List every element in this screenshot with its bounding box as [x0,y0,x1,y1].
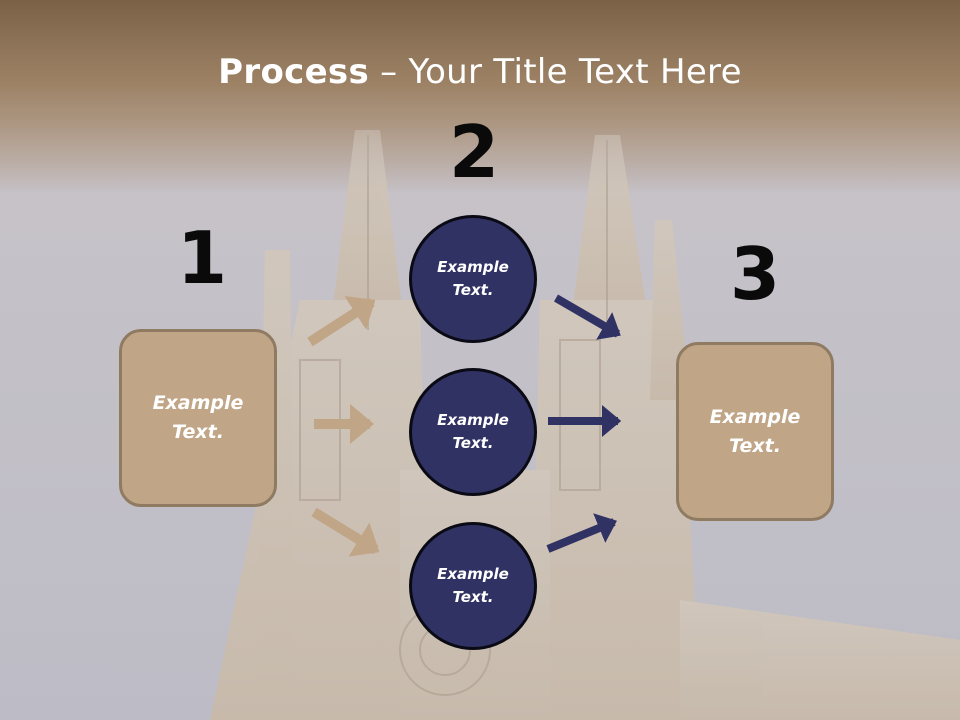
step-2-label-middle: Example Text. [437,411,509,452]
step-1-number: 1 [177,216,228,300]
arrow-1-to-top [307,296,376,347]
step-2-label-top: Example Text. [437,258,509,299]
step-3-box: Example Text. [676,342,834,521]
step-1-box: Example Text. [119,329,277,507]
step-1-label: Example Text. [152,392,244,443]
step-2-number: 2 [449,110,500,194]
step-2-label-bottom: Example Text. [437,565,509,606]
step-3-number: 3 [730,232,781,316]
title-bold: Process [218,52,370,92]
arrow-1-to-bottom [311,507,380,557]
arrow-bottom-to-3 [546,513,617,553]
step-2-circle-bottom: Example Text. [409,522,537,650]
arrow-top-to-3 [553,294,621,340]
step-3-label: Example Text. [709,405,801,457]
step-2-circle-middle: Example Text. [409,368,537,496]
step-2-circle-top: Example Text. [409,215,537,343]
slide-title: Process – Your Title Text Here [0,52,960,92]
title-rest: – Your Title Text Here [369,52,742,92]
